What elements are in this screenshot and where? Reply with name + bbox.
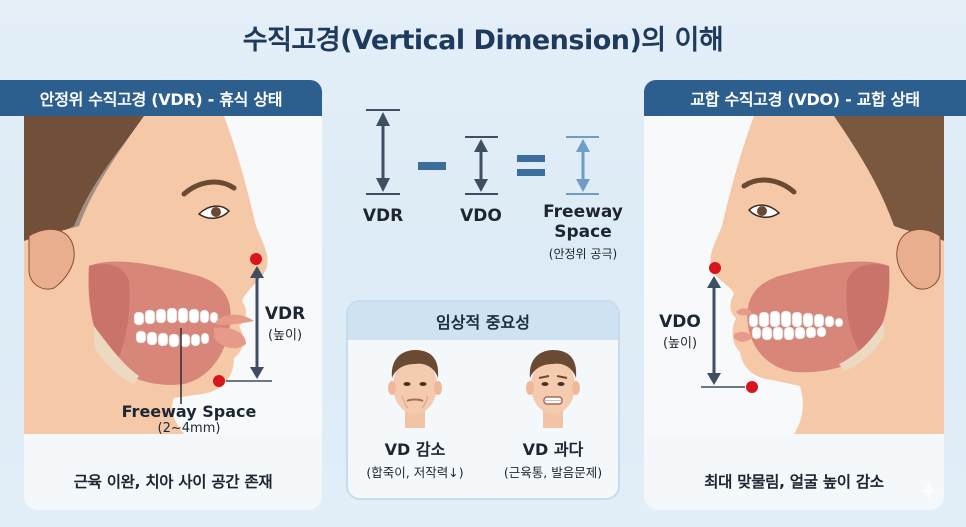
- vdr-face-profile-illustration: VDR (높이) Freeway Space (2~4mm): [24, 116, 322, 434]
- vd-equation: VDR VDO Freeway Space (안정위 공극): [340, 100, 640, 270]
- vdo-panel-header: 교합 수직고경 (VDO) - 교합 상태: [644, 80, 966, 116]
- aged-face-icon: [388, 350, 442, 428]
- vdo-caption: 최대 맞물림, 얼굴 높이 감소: [704, 473, 884, 491]
- clinical-header: 임상적 중요성: [348, 302, 618, 340]
- vd-excess-card: VD 과다 (근육통, 발음문제): [488, 346, 618, 481]
- equation-vdo-label: VDO: [460, 206, 502, 226]
- vdo-panel: 교합 수직고경 (VDO) - 교합 상태: [644, 80, 966, 510]
- vdr-measure-label: VDR (높이): [264, 304, 306, 343]
- vdo-panel-body: VDO (높이) 최대 맞물림, 얼굴 높이 감소: [644, 116, 944, 510]
- vdo-measure-label: VDO (높이): [659, 312, 701, 351]
- vdr-panel-header: 안정위 수직고경 (VDR) - 휴식 상태: [0, 80, 322, 116]
- sparkle-icon: ✦: [918, 477, 940, 507]
- face-profile-occlusion-icon: [701, 116, 944, 434]
- equation-freeway-label: Freeway Space: [543, 202, 623, 242]
- vdr-caption: 근육 이완, 치아 사이 공간 존재: [73, 473, 273, 491]
- vdr-panel: 안정위 수직고경 (VDR) - 휴식 상태: [0, 80, 322, 510]
- equation-vdr-label: VDR: [362, 206, 404, 226]
- strained-face-icon: [526, 350, 580, 428]
- face-profile-rest-icon: [24, 116, 272, 434]
- equation-arrows-icon: [366, 109, 599, 195]
- vdo-face-profile-illustration: VDO (높이): [644, 116, 944, 434]
- vd-decrease-card: VD 감소 (합죽이, 저작력↓): [350, 346, 480, 481]
- page-title: 수직고경(Vertical Dimension)의 이해: [242, 25, 724, 56]
- clinical-significance-box: 임상적 중요성 VD 감소 (합죽이, 저작력↓): [346, 300, 620, 500]
- equation-freeway-sub: (안정위 공극): [548, 247, 618, 261]
- freeway-space-label: Freeway Space (2~4mm): [121, 402, 257, 434]
- vdr-panel-body: VDR (높이) Freeway Space (2~4mm) 근육 이완, 치아…: [24, 116, 322, 510]
